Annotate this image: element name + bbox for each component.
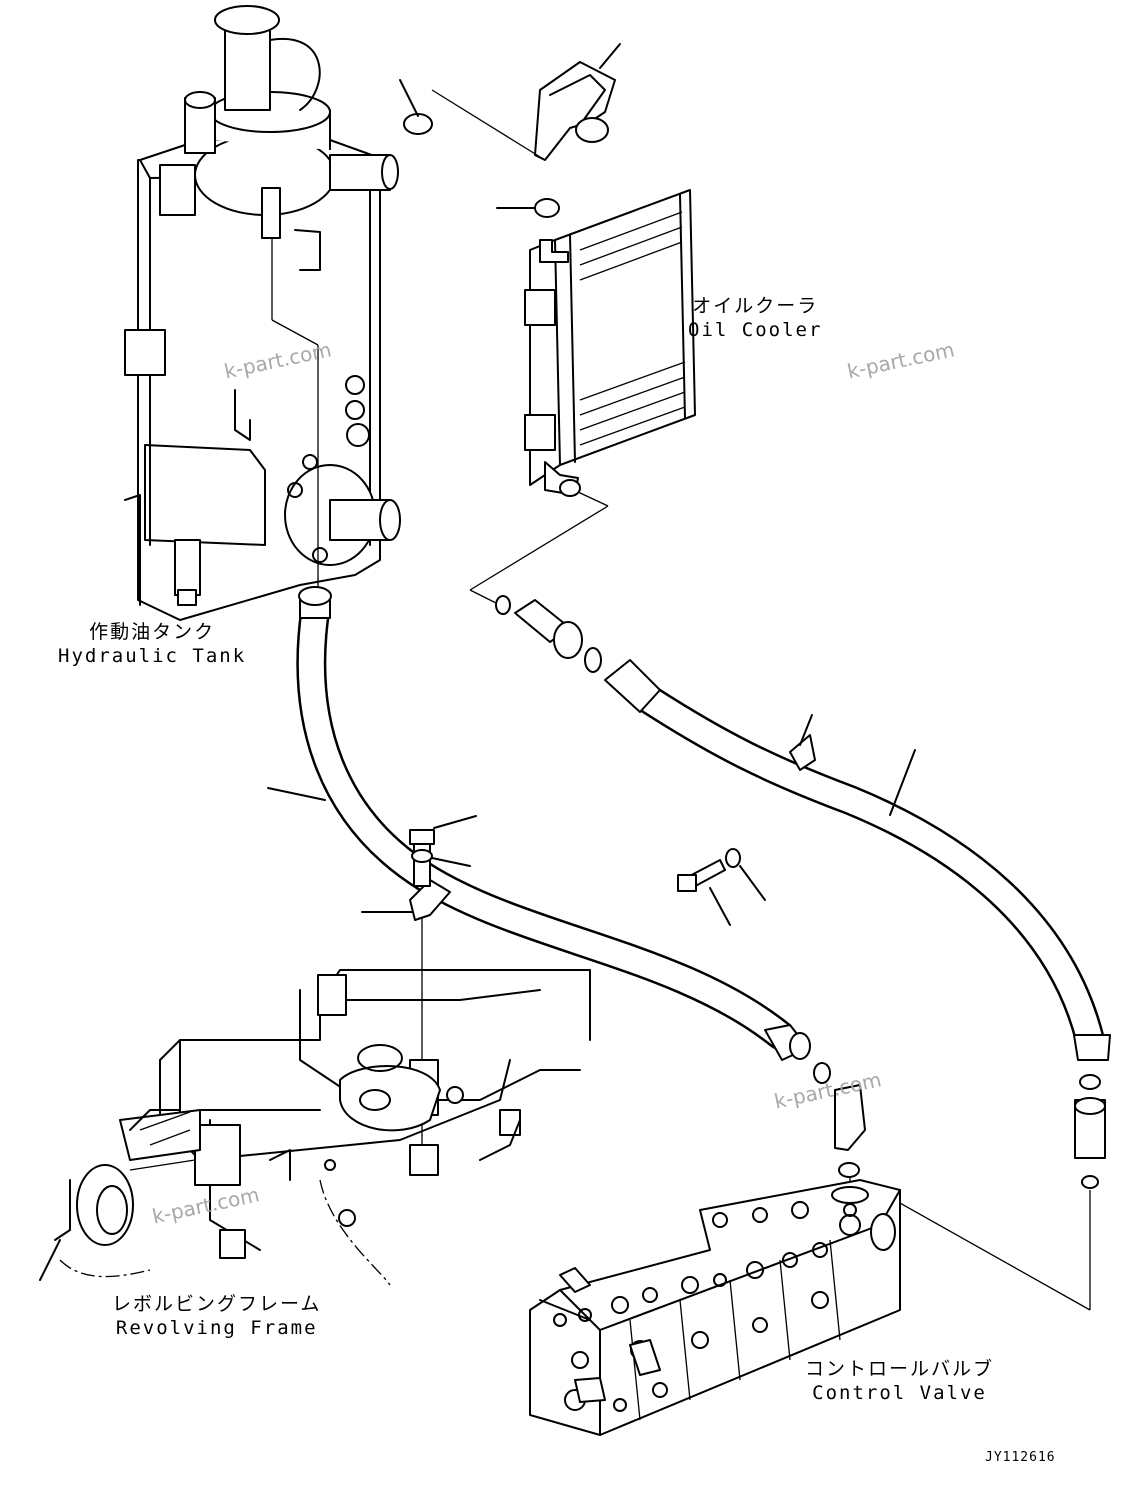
control-valve-label: コントロールバルブ Control Valve bbox=[805, 1357, 994, 1405]
revolving-frame-label: レボルビングフレーム Revolving Frame bbox=[112, 1292, 321, 1340]
oil-cooler-label: オイルクーラ Oil Cooler bbox=[688, 294, 822, 342]
suction-hose bbox=[267, 586, 811, 1061]
cooler-hose bbox=[604, 659, 1111, 1061]
valve-adapter-right bbox=[1074, 1074, 1106, 1189]
cooler-return-hose bbox=[534, 43, 621, 161]
control-valve-label-en: Control Valve bbox=[812, 1382, 987, 1404]
oil-cooler-label-jp: オイルクーラ bbox=[692, 295, 819, 317]
revolving-frame bbox=[39, 969, 591, 1286]
hydraulic-tank bbox=[124, 5, 401, 621]
oil-cooler bbox=[496, 189, 696, 497]
oil-cooler-label-en: Oil Cooler bbox=[688, 319, 823, 341]
drawing-code: JY112616 bbox=[985, 1450, 1056, 1465]
hydraulic-tank-label-jp: 作動油タンク bbox=[89, 621, 216, 643]
control-valve bbox=[529, 1179, 901, 1436]
hose-clamp bbox=[399, 79, 546, 161]
hydraulic-tank-label: 作動油タンク Hydraulic Tank bbox=[58, 620, 246, 668]
revolving-frame-label-en: Revolving Frame bbox=[115, 1317, 318, 1339]
revolving-frame-label-jp: レボルビングフレーム bbox=[112, 1293, 322, 1315]
valve-adapter-left bbox=[813, 1062, 866, 1178]
cooler-adapter-fitting bbox=[495, 595, 602, 673]
control-valve-label-jp: コントロールバルブ bbox=[805, 1358, 995, 1380]
hydraulic-tank-label-en: Hydraulic Tank bbox=[58, 645, 247, 667]
